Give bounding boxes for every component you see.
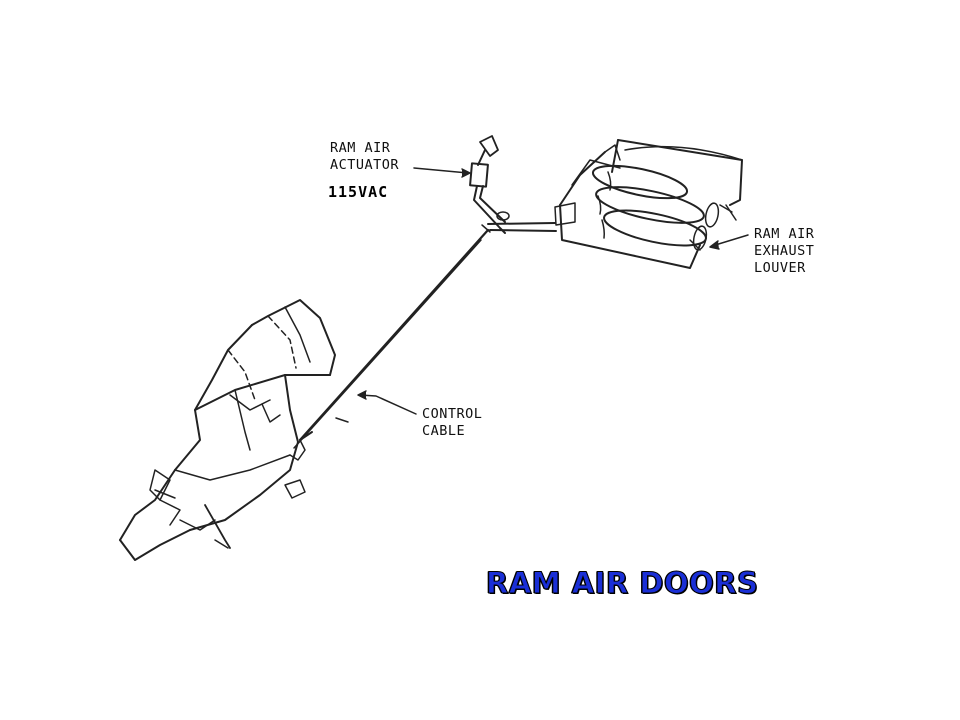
actuator-voltage: 115VAC bbox=[328, 183, 389, 201]
diagram-title: RAM AIR DOORS bbox=[485, 566, 759, 601]
cable-label: CONTROL CABLE bbox=[422, 406, 482, 440]
exhaust-louver-assembly bbox=[554, 139, 743, 269]
cable-label-line1: CONTROL bbox=[422, 406, 483, 422]
actuator-leader-line bbox=[413, 167, 469, 174]
control-cable bbox=[293, 228, 490, 449]
actuator-label-line1: RAM AIR bbox=[330, 140, 391, 156]
actuator-label-line2: ACTUATOR bbox=[330, 157, 400, 173]
louver-label: RAM AIR EXHAUST LOUVER bbox=[754, 226, 814, 277]
cable-leader-line bbox=[359, 394, 417, 415]
leader-lines bbox=[357, 167, 749, 415]
louver-leader-arrow bbox=[709, 240, 720, 250]
actuator-label: RAM AIR ACTUATOR bbox=[330, 140, 399, 174]
linkage-rod bbox=[481, 222, 557, 233]
cable-leader-arrow bbox=[357, 390, 367, 400]
cable-label-line2: CABLE bbox=[422, 423, 466, 439]
louver-label-line2: EXHAUST bbox=[754, 243, 815, 259]
louver-label-line3: LOUVER bbox=[754, 260, 806, 276]
actuator-leader-arrow bbox=[461, 168, 471, 178]
louver-label-line1: RAM AIR bbox=[754, 226, 815, 242]
inlet-duct-assembly bbox=[119, 299, 336, 561]
ram-air-actuator bbox=[469, 135, 510, 234]
